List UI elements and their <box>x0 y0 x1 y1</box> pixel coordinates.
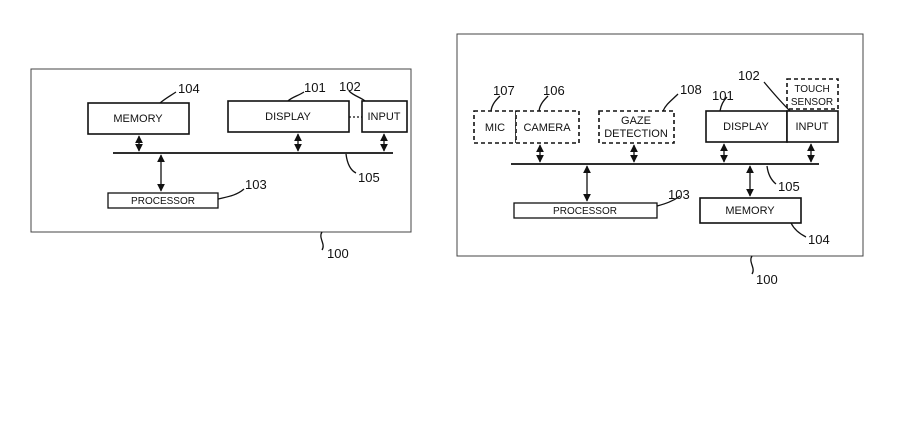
gaze-label-line2-right: DETECTION <box>604 128 668 140</box>
leader-106-right <box>538 95 549 112</box>
device-frame-right <box>456 33 864 257</box>
ref-100-left: 100 <box>327 246 349 261</box>
display-label-right: DISPLAY <box>723 121 769 133</box>
touch-label-line1-right: TOUCH <box>794 84 829 95</box>
leader-105-left <box>345 153 357 174</box>
figure-left: MEMORY DISPLAY INPUT PROCESSOR 104 101 1… <box>30 68 412 261</box>
figure-right: MIC CAMERA GAZE DETECTION TOUCH SENSOR D… <box>456 33 864 287</box>
leader-101-right <box>719 96 728 112</box>
leader-102-left <box>348 90 366 102</box>
camera-label-right: CAMERA <box>523 122 571 134</box>
input-label-right: INPUT <box>796 121 829 133</box>
memory-box-right <box>699 197 802 224</box>
processor-box-left <box>107 192 219 209</box>
memory-label-left: MEMORY <box>113 113 163 125</box>
processor-label-right: PROCESSOR <box>553 206 617 217</box>
memory-label-right: MEMORY <box>725 205 775 217</box>
leader-103-left <box>217 188 245 200</box>
ref-105-right: 105 <box>778 179 800 194</box>
input-label-left: INPUT <box>368 111 401 123</box>
leader-102-right <box>763 81 791 112</box>
input-box-left <box>361 100 408 133</box>
touch-label-line2-right: SENSOR <box>791 97 833 108</box>
leader-103-right <box>656 195 681 207</box>
input-box-right <box>786 110 839 143</box>
ref-107-right: 107 <box>493 83 515 98</box>
touch-sensor-box-right <box>786 78 839 110</box>
processor-label-left: PROCESSOR <box>131 196 195 207</box>
ref-102-left: 102 <box>339 79 361 94</box>
leader-104-left <box>159 91 177 104</box>
ref-106-right: 106 <box>543 83 565 98</box>
ref-102-right: 102 <box>738 68 760 83</box>
memory-box-left <box>87 102 190 135</box>
mic-label-right: MIC <box>485 122 505 134</box>
camera-box-right <box>515 110 580 144</box>
leader-101-left <box>287 91 305 102</box>
leader-108-right <box>662 93 679 112</box>
leader-105-right <box>766 165 777 185</box>
ref-103-right: 103 <box>668 187 690 202</box>
ref-108-right: 108 <box>680 82 702 97</box>
leader-104-right <box>790 222 807 238</box>
device-frame-left <box>30 68 412 233</box>
ref-104-right: 104 <box>808 232 830 247</box>
ref-105-left: 105 <box>358 170 380 185</box>
processor-box-right <box>513 202 658 219</box>
gaze-label-line1-right: GAZE <box>621 115 651 127</box>
display-label-left: DISPLAY <box>265 111 311 123</box>
ref-103-left: 103 <box>245 177 267 192</box>
ref-101-right: 101 <box>712 88 734 103</box>
ref-104-left: 104 <box>178 81 200 96</box>
leader-107-right <box>490 95 501 112</box>
display-box-left <box>227 100 350 133</box>
ref-101-left: 101 <box>304 80 326 95</box>
gaze-box-right <box>598 110 675 144</box>
ref-100-right: 100 <box>756 272 778 287</box>
leader-100-left <box>320 231 324 251</box>
leader-100-right <box>750 255 754 275</box>
